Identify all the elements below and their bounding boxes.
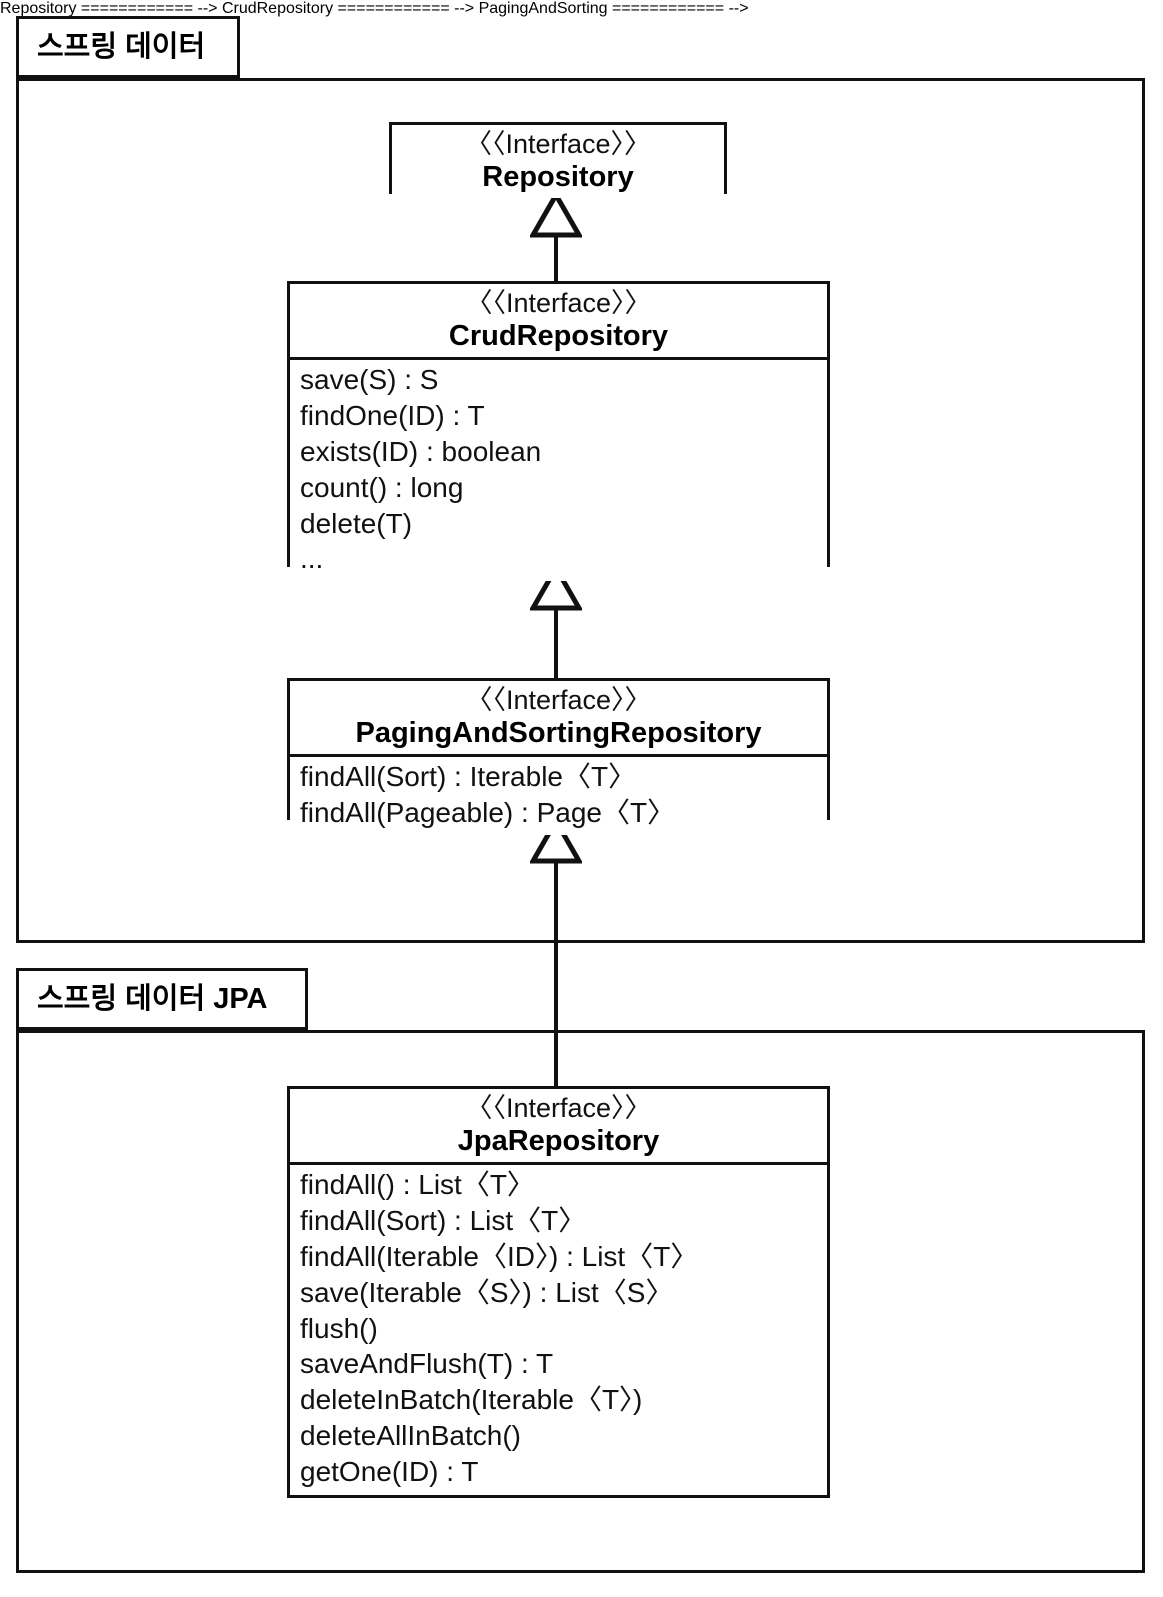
uml-member: getOne(ID) : T bbox=[300, 1455, 479, 1487]
uml-class-paging-and-sorting-repository-header: 〈〈Interface〉〉 PagingAndSortingRepository bbox=[290, 681, 827, 758]
uml-class-paging-and-sorting-repository-members: findAll(Sort) : Iterable〈T〉 findAll(Page… bbox=[290, 757, 827, 835]
uml-member: findOne(ID) : T bbox=[300, 400, 485, 432]
uml-member: findAll(Sort) : List〈T〉 bbox=[300, 1205, 587, 1237]
uml-member: findAll() : List〈T〉 bbox=[300, 1169, 535, 1201]
generalization-arrow-crud-to-repository bbox=[530, 192, 582, 238]
uml-member: flush() bbox=[300, 1312, 378, 1344]
uml-class-repository-stereotype: 〈〈Interface〉〉 bbox=[464, 129, 652, 159]
package-tab-spring-data: 스프링 데이터 bbox=[16, 16, 240, 78]
package-label-spring-data-jpa: 스프링 데이터 JPA bbox=[37, 982, 268, 1015]
uml-member: ... bbox=[300, 543, 324, 575]
uml-class-crud-repository-stereotype: 〈〈Interface〉〉 bbox=[465, 288, 652, 318]
package-tab-spring-data-jpa: 스프링 데이터 JPA bbox=[16, 968, 308, 1030]
uml-class-crud-repository-header: 〈〈Interface〉〉 CrudRepository bbox=[290, 284, 827, 361]
generalization-line-jpa-to-paging bbox=[554, 862, 558, 1088]
generalization-line-paging-to-crud bbox=[554, 609, 558, 697]
uml-member: findAll(Sort) : Iterable〈T〉 bbox=[300, 761, 637, 793]
uml-member: delete(T) bbox=[300, 507, 413, 539]
package-label-spring-data: 스프링 데이터 bbox=[37, 30, 206, 63]
uml-member: exists(ID) : boolean bbox=[300, 435, 542, 467]
uml-member: deleteAllInBatch() bbox=[300, 1420, 522, 1451]
uml-class-crud-repository-members: save(S) : S findOne(ID) : T exists(ID) :… bbox=[290, 360, 827, 582]
generalization-arrow-paging-to-crud bbox=[530, 565, 582, 611]
uml-class-jpa-repository[interactable]: 〈〈Interface〉〉 JpaRepository findAll() : … bbox=[287, 1086, 830, 1498]
uml-member: saveAndFlush(T) : T bbox=[300, 1348, 554, 1380]
generalization-line-crud-to-repository bbox=[554, 236, 558, 282]
uml-class-jpa-repository-header: 〈〈Interface〉〉 JpaRepository bbox=[290, 1089, 827, 1166]
uml-member: findAll(Iterable〈ID〉) : List〈T〉 bbox=[300, 1240, 699, 1272]
uml-class-jpa-repository-stereotype: 〈〈Interface〉〉 bbox=[465, 1093, 652, 1123]
uml-class-paging-and-sorting-repository[interactable]: 〈〈Interface〉〉 PagingAndSortingRepository… bbox=[287, 678, 830, 835]
uml-class-jpa-repository-members: findAll() : List〈T〉 findAll(Sort) : List… bbox=[290, 1165, 827, 1494]
uml-class-repository-name: Repository bbox=[482, 160, 634, 193]
uml-class-crud-repository[interactable]: 〈〈Interface〉〉 CrudRepository save(S) : S… bbox=[287, 281, 830, 582]
uml-member: count() : long bbox=[300, 471, 464, 503]
uml-class-repository[interactable]: 〈〈Interface〉〉 Repository bbox=[389, 122, 727, 199]
generalization-arrow-jpa-to-paging bbox=[530, 818, 582, 864]
uml-class-paging-and-sorting-repository-stereotype: 〈〈Interface〉〉 bbox=[465, 685, 652, 715]
uml-class-repository-header: 〈〈Interface〉〉 Repository bbox=[392, 125, 724, 199]
uml-class-paging-and-sorting-repository-name: PagingAndSortingRepository bbox=[355, 716, 762, 749]
uml-class-jpa-repository-name: JpaRepository bbox=[457, 1124, 660, 1157]
uml-member: deleteInBatch(Iterable〈T〉) bbox=[300, 1384, 643, 1416]
uml-member: save(Iterable〈S〉) : List〈S〉 bbox=[300, 1276, 674, 1308]
uml-member: findAll(Pageable) : Page〈T〉 bbox=[300, 797, 676, 829]
uml-class-crud-repository-name: CrudRepository bbox=[448, 319, 669, 352]
uml-member: save(S) : S bbox=[300, 364, 439, 396]
